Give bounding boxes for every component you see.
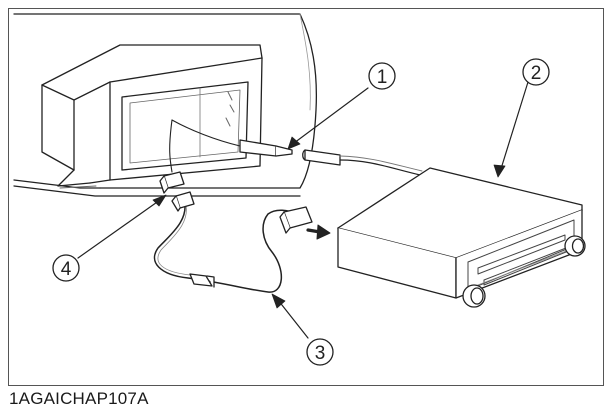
callout-4-label: 4 bbox=[61, 259, 72, 280]
callout-3: 3 bbox=[306, 338, 334, 366]
callout-2-label: 2 bbox=[531, 63, 542, 84]
harness-connector bbox=[279, 206, 313, 234]
leader-lines bbox=[77, 81, 529, 339]
callout-2: 2 bbox=[522, 58, 550, 86]
radio-bracket bbox=[41, 44, 263, 189]
callout-3-label: 3 bbox=[315, 343, 326, 364]
figure-frame bbox=[8, 8, 604, 386]
figure-code: 1AGAICHAP107A bbox=[9, 389, 149, 408]
callout-1: 1 bbox=[368, 62, 396, 90]
radio-unit bbox=[337, 167, 583, 299]
callout-1-label: 1 bbox=[377, 67, 388, 88]
dashboard-panel bbox=[13, 13, 318, 197]
insertion-arrow bbox=[306, 224, 331, 240]
callout-4: 4 bbox=[52, 254, 80, 282]
radio-knob-left bbox=[462, 284, 486, 308]
wiring-harness bbox=[153, 191, 299, 293]
radio-knob-right bbox=[564, 235, 586, 257]
vehicle-connector bbox=[159, 119, 185, 194]
antenna-cable bbox=[171, 119, 293, 157]
